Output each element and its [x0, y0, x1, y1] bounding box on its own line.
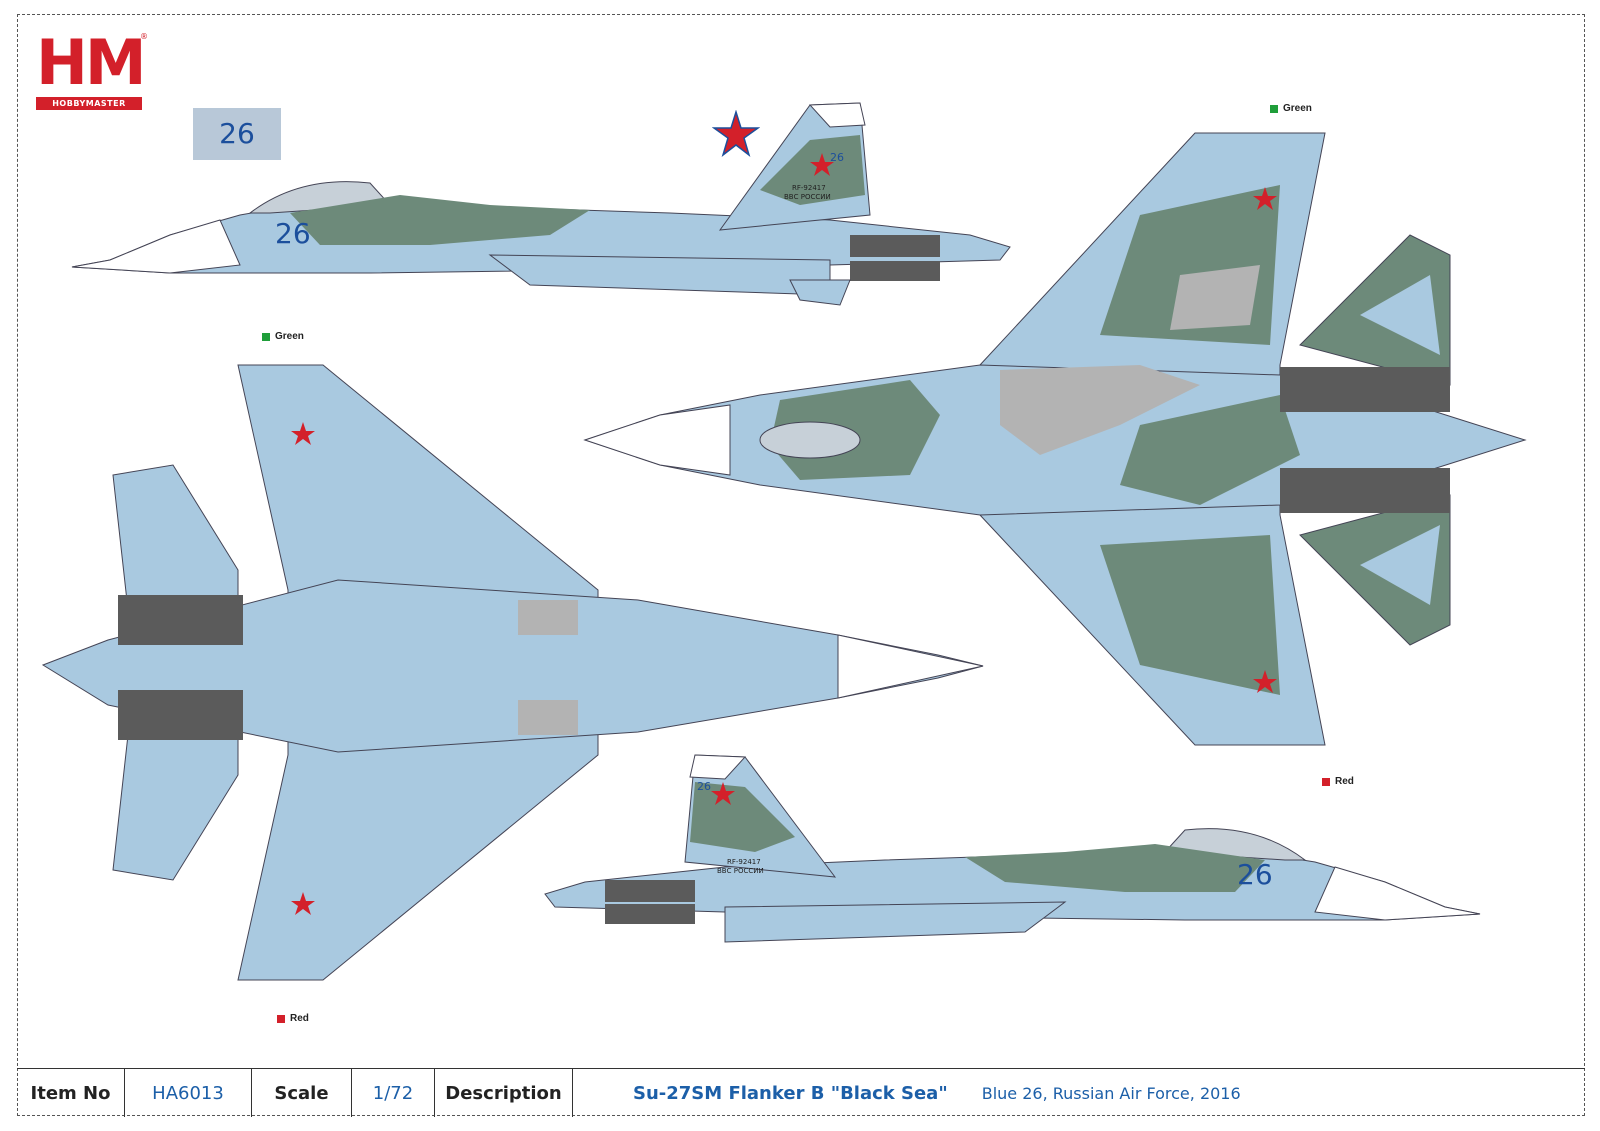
side-profile-left: 26 RF-92417 ВВС РОССИИ 26 — [71, 102, 1011, 306]
legend-green-right: Green — [1270, 103, 1312, 114]
red-star-icon — [712, 110, 760, 158]
legend-label: Green — [275, 331, 304, 342]
legend-label: Red — [1335, 776, 1354, 787]
info-bar: Item No HA6013 Scale 1/72 Description Su… — [17, 1068, 1585, 1117]
tail-registration: RF-92417 — [727, 858, 761, 866]
underside-view — [41, 364, 984, 981]
logo-subtext: HOBBYMASTER — [36, 97, 142, 110]
legend-red-right: Red — [1322, 776, 1354, 787]
red-star-icon — [1253, 187, 1277, 210]
legend-green-left: Green — [262, 331, 304, 342]
red-star-icon — [291, 892, 315, 915]
side-number-tile: 26 — [193, 108, 281, 160]
top-view — [583, 132, 1527, 746]
description-label: Description — [435, 1069, 573, 1117]
tail-side-number: 26 — [830, 151, 844, 164]
side-profile-right: 26 RF-92417 ВВС РОССИИ 26 — [544, 754, 1481, 943]
roundel-star — [712, 110, 760, 158]
red-swatch-icon — [277, 1014, 285, 1023]
tail-airforce-text: ВВС РОССИИ — [784, 193, 831, 201]
description-sub: Blue 26, Russian Air Force, 2016 — [981, 1083, 1241, 1103]
fuselage-side-number: 26 — [275, 217, 311, 250]
red-star-icon — [810, 153, 834, 176]
red-star-icon — [1253, 670, 1277, 693]
legend-label: Green — [1283, 103, 1312, 114]
description-cell: Su-27SM Flanker B "Black Sea" Blue 26, R… — [573, 1069, 1241, 1117]
tail-side-number: 26 — [697, 780, 711, 793]
red-star-icon — [291, 422, 315, 445]
red-swatch-icon — [1322, 777, 1330, 786]
item-no-label: Item No — [17, 1069, 125, 1117]
red-star-icon — [711, 782, 735, 805]
scale-label: Scale — [252, 1069, 352, 1117]
green-swatch-icon — [262, 332, 270, 341]
legend-red-left: Red — [277, 1013, 309, 1024]
legend-label: Red — [290, 1013, 309, 1024]
description-main: Su-27SM Flanker B "Black Sea" — [633, 1082, 948, 1104]
tail-registration: RF-92417 — [792, 184, 826, 192]
green-swatch-icon — [1270, 104, 1278, 113]
hobbymaster-logo: HM ® HOBBYMASTER — [36, 26, 148, 112]
trademark-icon: ® — [140, 32, 148, 41]
item-no-value: HA6013 — [125, 1069, 252, 1117]
logo-text: HM — [36, 26, 147, 99]
tail-airforce-text: ВВС РОССИИ — [717, 867, 764, 875]
fuselage-side-number: 26 — [1237, 858, 1273, 891]
sheet-frame — [17, 14, 1585, 1116]
scale-value: 1/72 — [352, 1069, 435, 1117]
